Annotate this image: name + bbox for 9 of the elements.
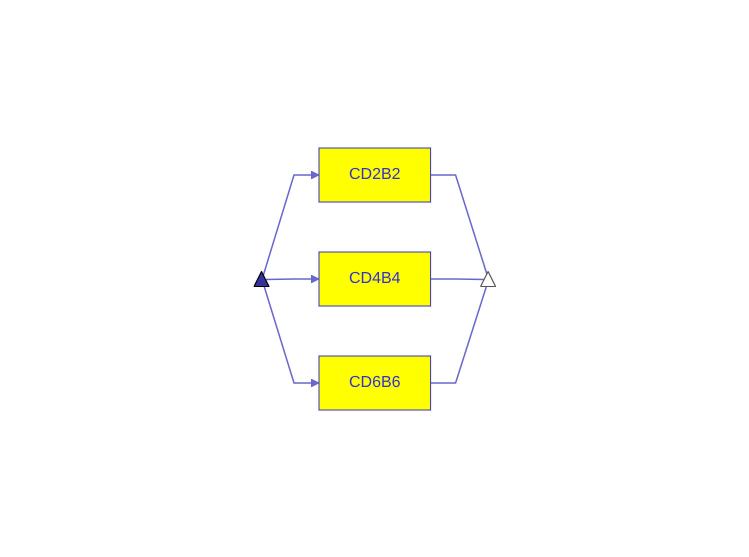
- node-box: CD4B4: [318, 251, 431, 306]
- node-box: CD2B2: [318, 147, 431, 202]
- arrow: [265, 274, 320, 283]
- arrow: [262, 170, 320, 275]
- connector: [430, 286, 487, 384]
- arrow: [263, 286, 320, 387]
- connector: [430, 174, 488, 275]
- node-box: CD6B6: [318, 355, 431, 410]
- connector: [430, 278, 485, 280]
